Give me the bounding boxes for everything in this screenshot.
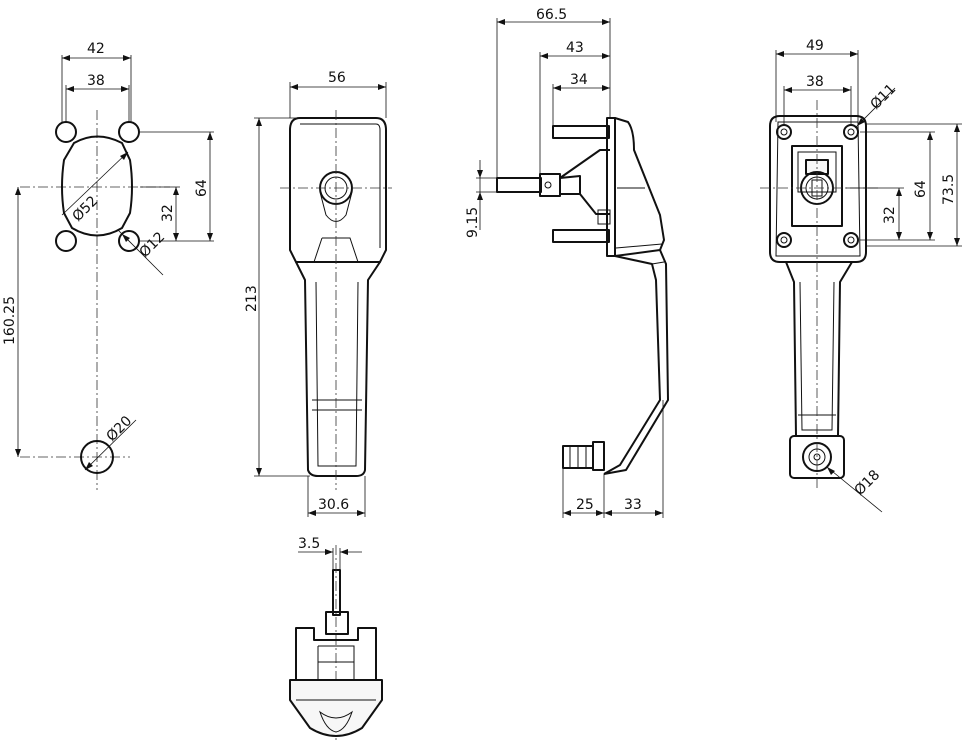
- upper-stud: [552, 125, 610, 139]
- dim-hole-height-outer: 64: [194, 179, 210, 197]
- side-spindle-collar: [539, 173, 561, 197]
- side-spindle: [496, 177, 542, 193]
- mounting-plate: [606, 117, 616, 257]
- dim-hole-width-inner: 38: [87, 73, 105, 89]
- dim-front-width: 56: [328, 70, 346, 86]
- handle-grip: [295, 261, 381, 477]
- dim-depth-inner: 34: [570, 72, 588, 88]
- spindle: [332, 569, 341, 616]
- dim-rear-width-outer: 49: [806, 38, 824, 54]
- mounting-hole-bottom-right: [118, 230, 140, 252]
- screw-bottom-right: [843, 232, 859, 248]
- mounting-hole-bottom-left: [55, 230, 77, 252]
- dim-depth-total: 66.5: [536, 7, 567, 23]
- dim-small-hole: Ø12: [137, 229, 169, 261]
- dim-center-distance: 160.25: [2, 296, 18, 345]
- mounting-hole-top-right: [118, 121, 140, 143]
- front-view: 56 213 30.6: [244, 70, 392, 517]
- bottom-handle-section: [289, 679, 383, 737]
- dim-front-height: 213: [244, 285, 260, 312]
- hole-pattern-view: 42 38 64 32 Ø52 Ø12 160.25: [2, 41, 214, 490]
- bottom-view: 3.5: [289, 536, 383, 740]
- side-head: [614, 117, 665, 257]
- handle-head: [289, 117, 387, 263]
- dim-rear-width-inner: 38: [806, 74, 824, 90]
- dim-main-bore: Ø52: [70, 193, 102, 225]
- lower-stud: [552, 229, 610, 243]
- side-grip-arm: [603, 255, 661, 475]
- rear-view: 49 38 Ø11 64 73.5 32 Ø18: [760, 38, 962, 513]
- spindle-nut: [325, 611, 349, 635]
- rear-head-plate: [769, 115, 867, 263]
- dim-foot-left: 25: [576, 497, 594, 513]
- dim-rear-height-small: 32: [882, 206, 898, 224]
- screw-top-right: [843, 124, 859, 140]
- dim-lower-hole: Ø20: [104, 413, 136, 445]
- dim-rear-height-outer: 73.5: [941, 174, 957, 205]
- dim-grip-width: 30.6: [318, 497, 349, 513]
- dim-hole-width-outer: 42: [87, 41, 105, 57]
- dim-foot-right: 33: [624, 497, 642, 513]
- dim-hole-height-inner: 32: [160, 204, 176, 222]
- dim-depth-mid: 43: [566, 40, 584, 56]
- screw-bottom-left: [776, 232, 792, 248]
- dim-rear-lower-hole: Ø18: [852, 467, 884, 499]
- dim-spindle-offset: 9.15: [465, 207, 481, 238]
- dim-rear-hole: Ø11: [868, 81, 900, 113]
- side-view: 66.5 43 34 9.15 25 33: [465, 7, 669, 518]
- main-bore-outline: [61, 135, 133, 237]
- dim-spindle-thickness: 3.5: [298, 536, 320, 552]
- side-foot-cap: [592, 441, 605, 471]
- dim-rear-height-inner: 64: [913, 180, 929, 198]
- rear-grip: [785, 261, 853, 437]
- mounting-hole-top-left: [55, 121, 77, 143]
- lower-hole: [80, 440, 114, 474]
- screw-top-left: [776, 124, 792, 140]
